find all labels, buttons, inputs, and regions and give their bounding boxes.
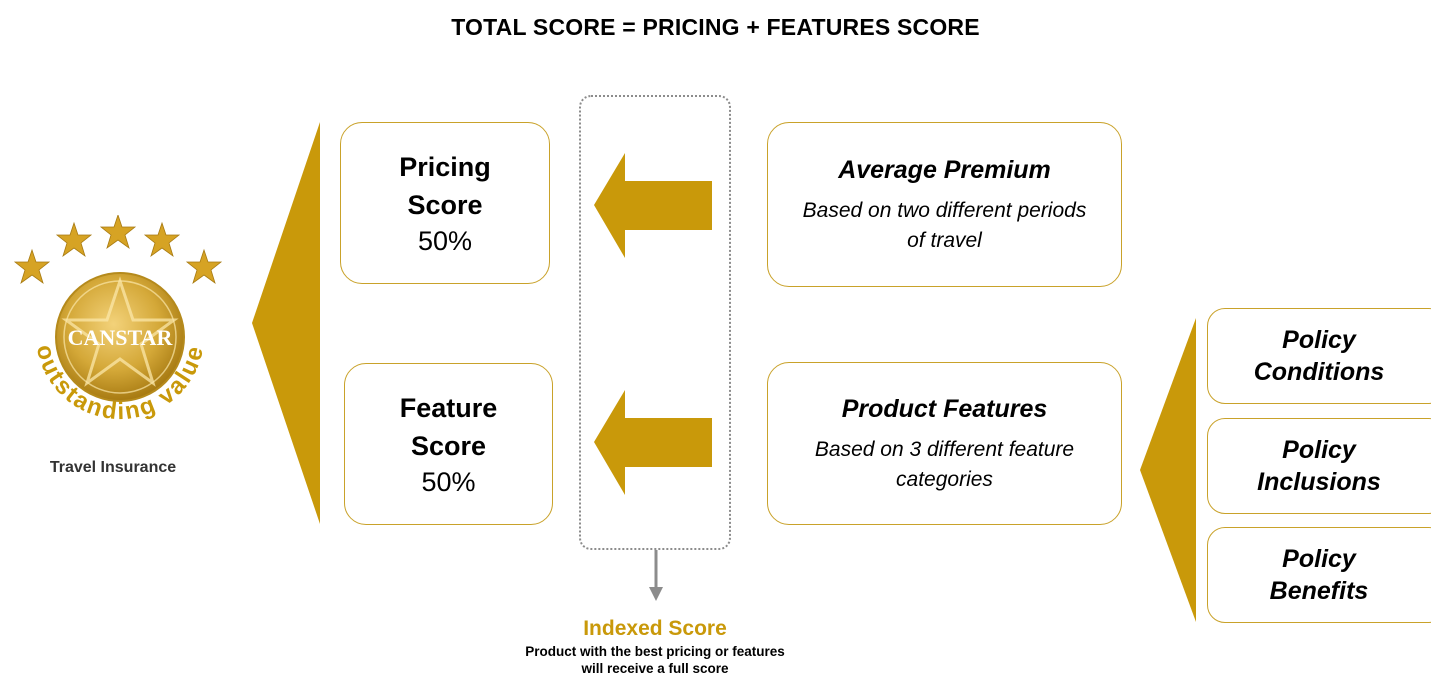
star-icon [185, 248, 223, 285]
feature-score-box: Feature Score 50% [344, 363, 553, 525]
logo-caption: Travel Insurance [49, 459, 177, 476]
category-label: Policy Inclusions [1257, 436, 1381, 496]
average-premium-title: Average Premium [838, 155, 1051, 184]
star-icon [55, 221, 93, 258]
feature-score-percent: 50% [421, 467, 476, 497]
product-features-box: Product Features Based on 3 different fe… [767, 362, 1122, 525]
arrow-left-icon [594, 390, 712, 495]
star-icon [13, 248, 51, 285]
star-icon [99, 215, 137, 250]
product-features-title: Product Features [841, 394, 1048, 423]
pricing-score-box: Pricing Score 50% [340, 122, 550, 284]
category-label: Policy Benefits [1269, 545, 1369, 605]
pricing-score-title: Pricing Score [399, 152, 491, 220]
indexed-score-line1: Product with the best pricing or feature… [525, 644, 785, 659]
pricing-score-percent: 50% [417, 226, 473, 256]
arrow-down-icon [649, 550, 663, 601]
average-premium-description: Based on two different periods of travel [802, 198, 1087, 252]
left-triangle [252, 122, 320, 524]
arrow-left-icon [594, 153, 712, 258]
star-icon [143, 221, 181, 258]
category-box: Policy Benefits [1207, 527, 1431, 623]
canstar-brand: CANSTAR [68, 325, 174, 350]
indexed-score-title: Indexed Score [583, 617, 727, 640]
canstar-logo: CANSTAR outstanding value [13, 215, 223, 425]
average-premium-box: Average Premium Based on two different p… [767, 122, 1122, 287]
feature-score-title: Feature Score [399, 393, 498, 461]
category-label: Policy Conditions [1253, 326, 1385, 386]
product-features-description: Based on 3 different feature categories [814, 437, 1075, 491]
category-box: Policy Inclusions [1207, 418, 1431, 514]
page-title: TOTAL SCORE = PRICING + FEATURES SCORE [451, 14, 980, 40]
indexed-container [579, 95, 731, 550]
right-triangle [1140, 318, 1196, 622]
indexed-score-line2: will receive a full score [581, 661, 729, 676]
category-box: Policy Conditions [1207, 308, 1431, 404]
